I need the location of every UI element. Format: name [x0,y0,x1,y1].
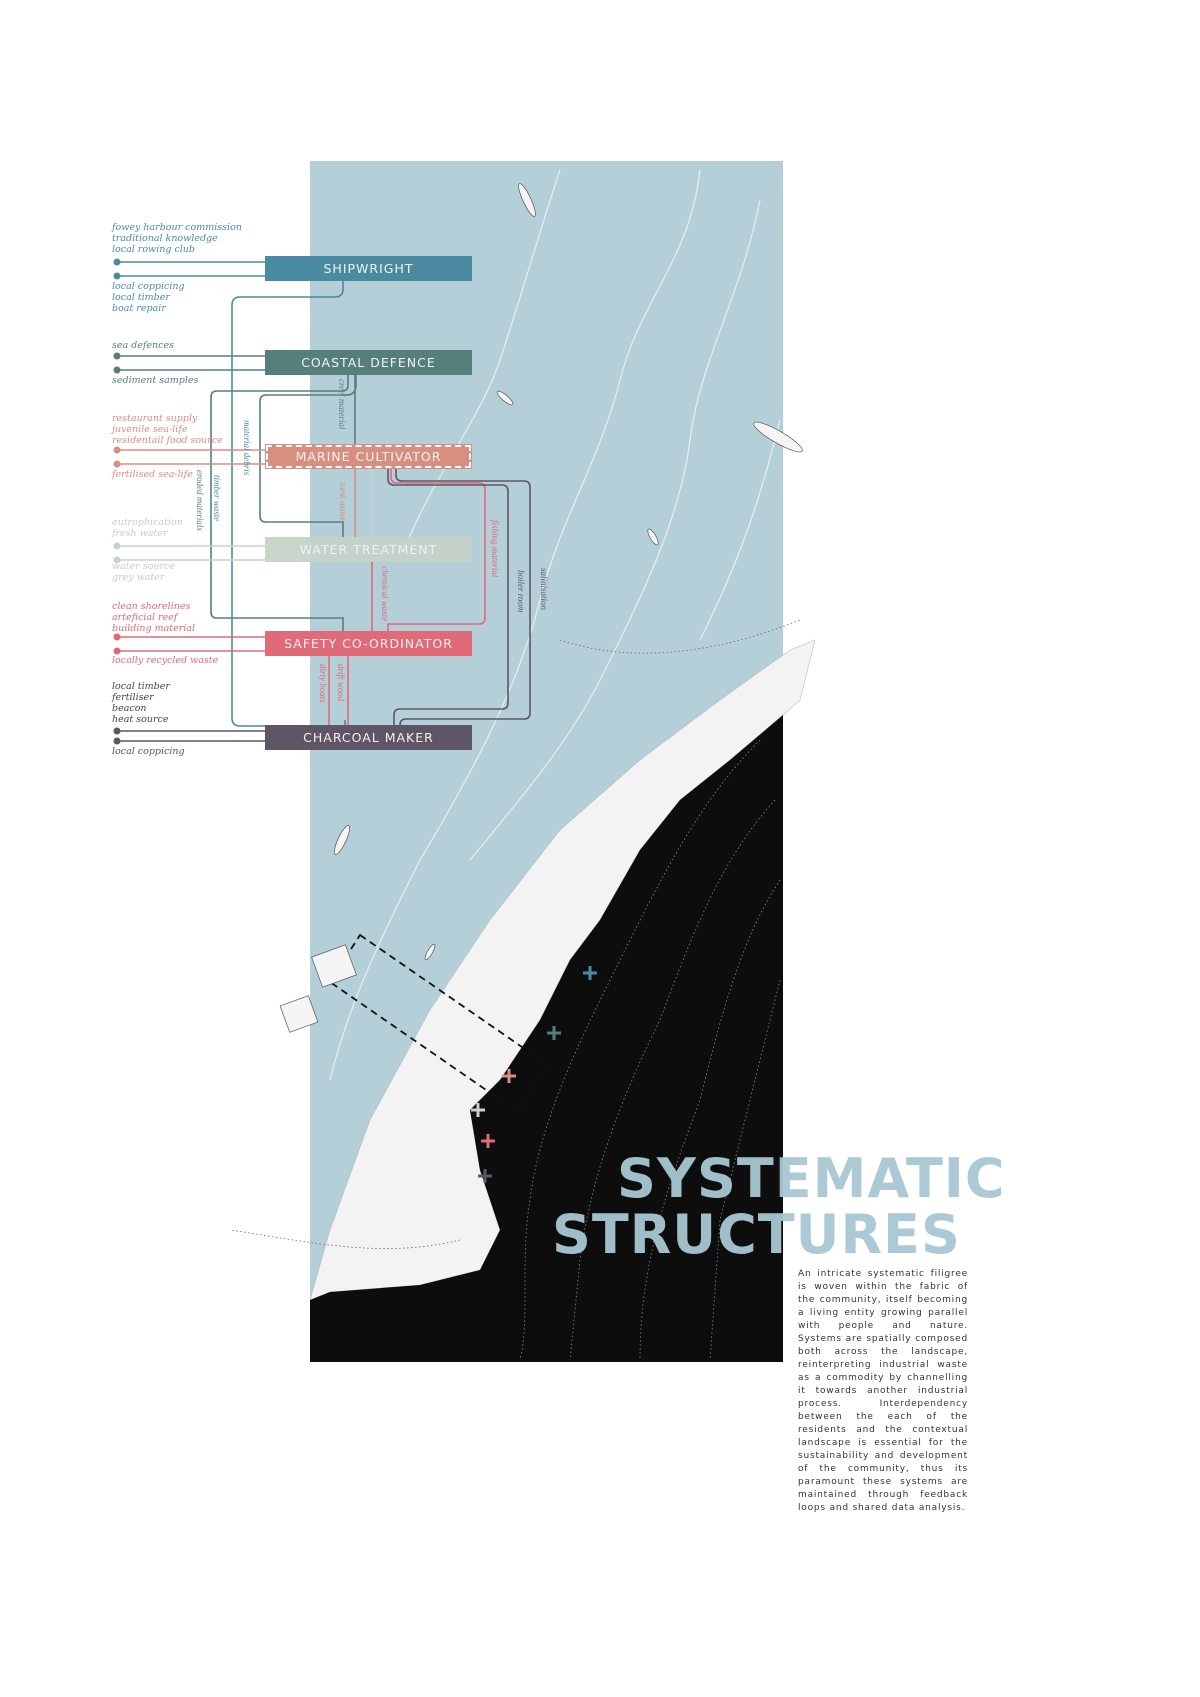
pontoon-icon [279,995,319,1033]
marine-cultivator-marker-icon [502,1069,516,1083]
flow-label: salinisation [539,568,549,611]
shipwright-marker-icon [583,966,597,980]
flow-label: eroded materials [195,470,205,531]
system-flow-lines [117,261,531,742]
boats [279,183,803,1033]
title-line-2: STRUCTURES [552,1203,961,1266]
contour-lines [229,619,801,1361]
charcoal-maker-box: CHARCOAL MAKER [265,725,472,750]
hillside-land [310,715,783,1362]
description-paragraph: An intricate systematic filigree is wove… [798,1269,968,1513]
coastal-defence-outputs: sea defences [112,340,174,351]
charcoal-maker-marker-icon [478,1169,492,1183]
water-treatment-marker-icon [471,1103,485,1117]
charcoal-maker-inputs: local coppicing [112,746,185,757]
marine-cultivator-label: MARINE CULTIVATOR [295,449,442,464]
shipwright-label: SHIPWRIGHT [323,261,414,276]
boat-icon [647,528,659,546]
marine-cultivator-box: MARINE CULTIVATOR [265,444,472,469]
flow-label: material debris [242,420,252,476]
system-location-markers [471,966,597,1183]
flow-label: creel material [337,379,347,430]
charcoal-maker-label: CHARCOAL MAKER [303,730,434,745]
boat-icon [424,943,436,961]
flow-label: chemical waste [380,566,390,622]
flow-label: boiler room [516,570,526,613]
water-treatment-label: WATER TREATMENT [299,542,438,557]
flow-label: drift wood [336,664,346,702]
coastal-defence-box: COASTAL DEFENCE [265,350,472,375]
boat-icon [753,421,803,453]
flow-endpoints [113,258,121,745]
coastal-defence-marker-icon [547,1026,561,1040]
title-line-1: SYSTEMATIC [617,1147,1006,1210]
safety-coordinator-label: SAFETY CO-ORDINATOR [284,636,453,651]
boat-icon [496,390,514,406]
safety-coordinator-inputs: locally recycled waste [112,655,219,666]
marine-cultivator-inputs: fertilised sea-life [112,469,193,480]
flow-label: fishing material [490,520,500,578]
coastal-defence-label: COASTAL DEFENCE [301,355,436,370]
safety-coordinator-marker-icon [481,1134,495,1148]
safety-coordinator-box: SAFETY CO-ORDINATOR [265,631,472,656]
flow-label: tank water [338,483,348,522]
water-treatment-box: WATER TREATMENT [265,537,472,562]
pontoon-icon [311,944,357,988]
boat-icon [518,183,536,217]
flow-label: dirty boats [318,664,328,703]
flow-label: timber waste [212,475,222,522]
water-currents [329,169,781,1081]
coastal-defence-inputs: sediment samples [112,375,199,386]
boat-icon [333,825,351,855]
shipwright-box: SHIPWRIGHT [265,256,472,281]
